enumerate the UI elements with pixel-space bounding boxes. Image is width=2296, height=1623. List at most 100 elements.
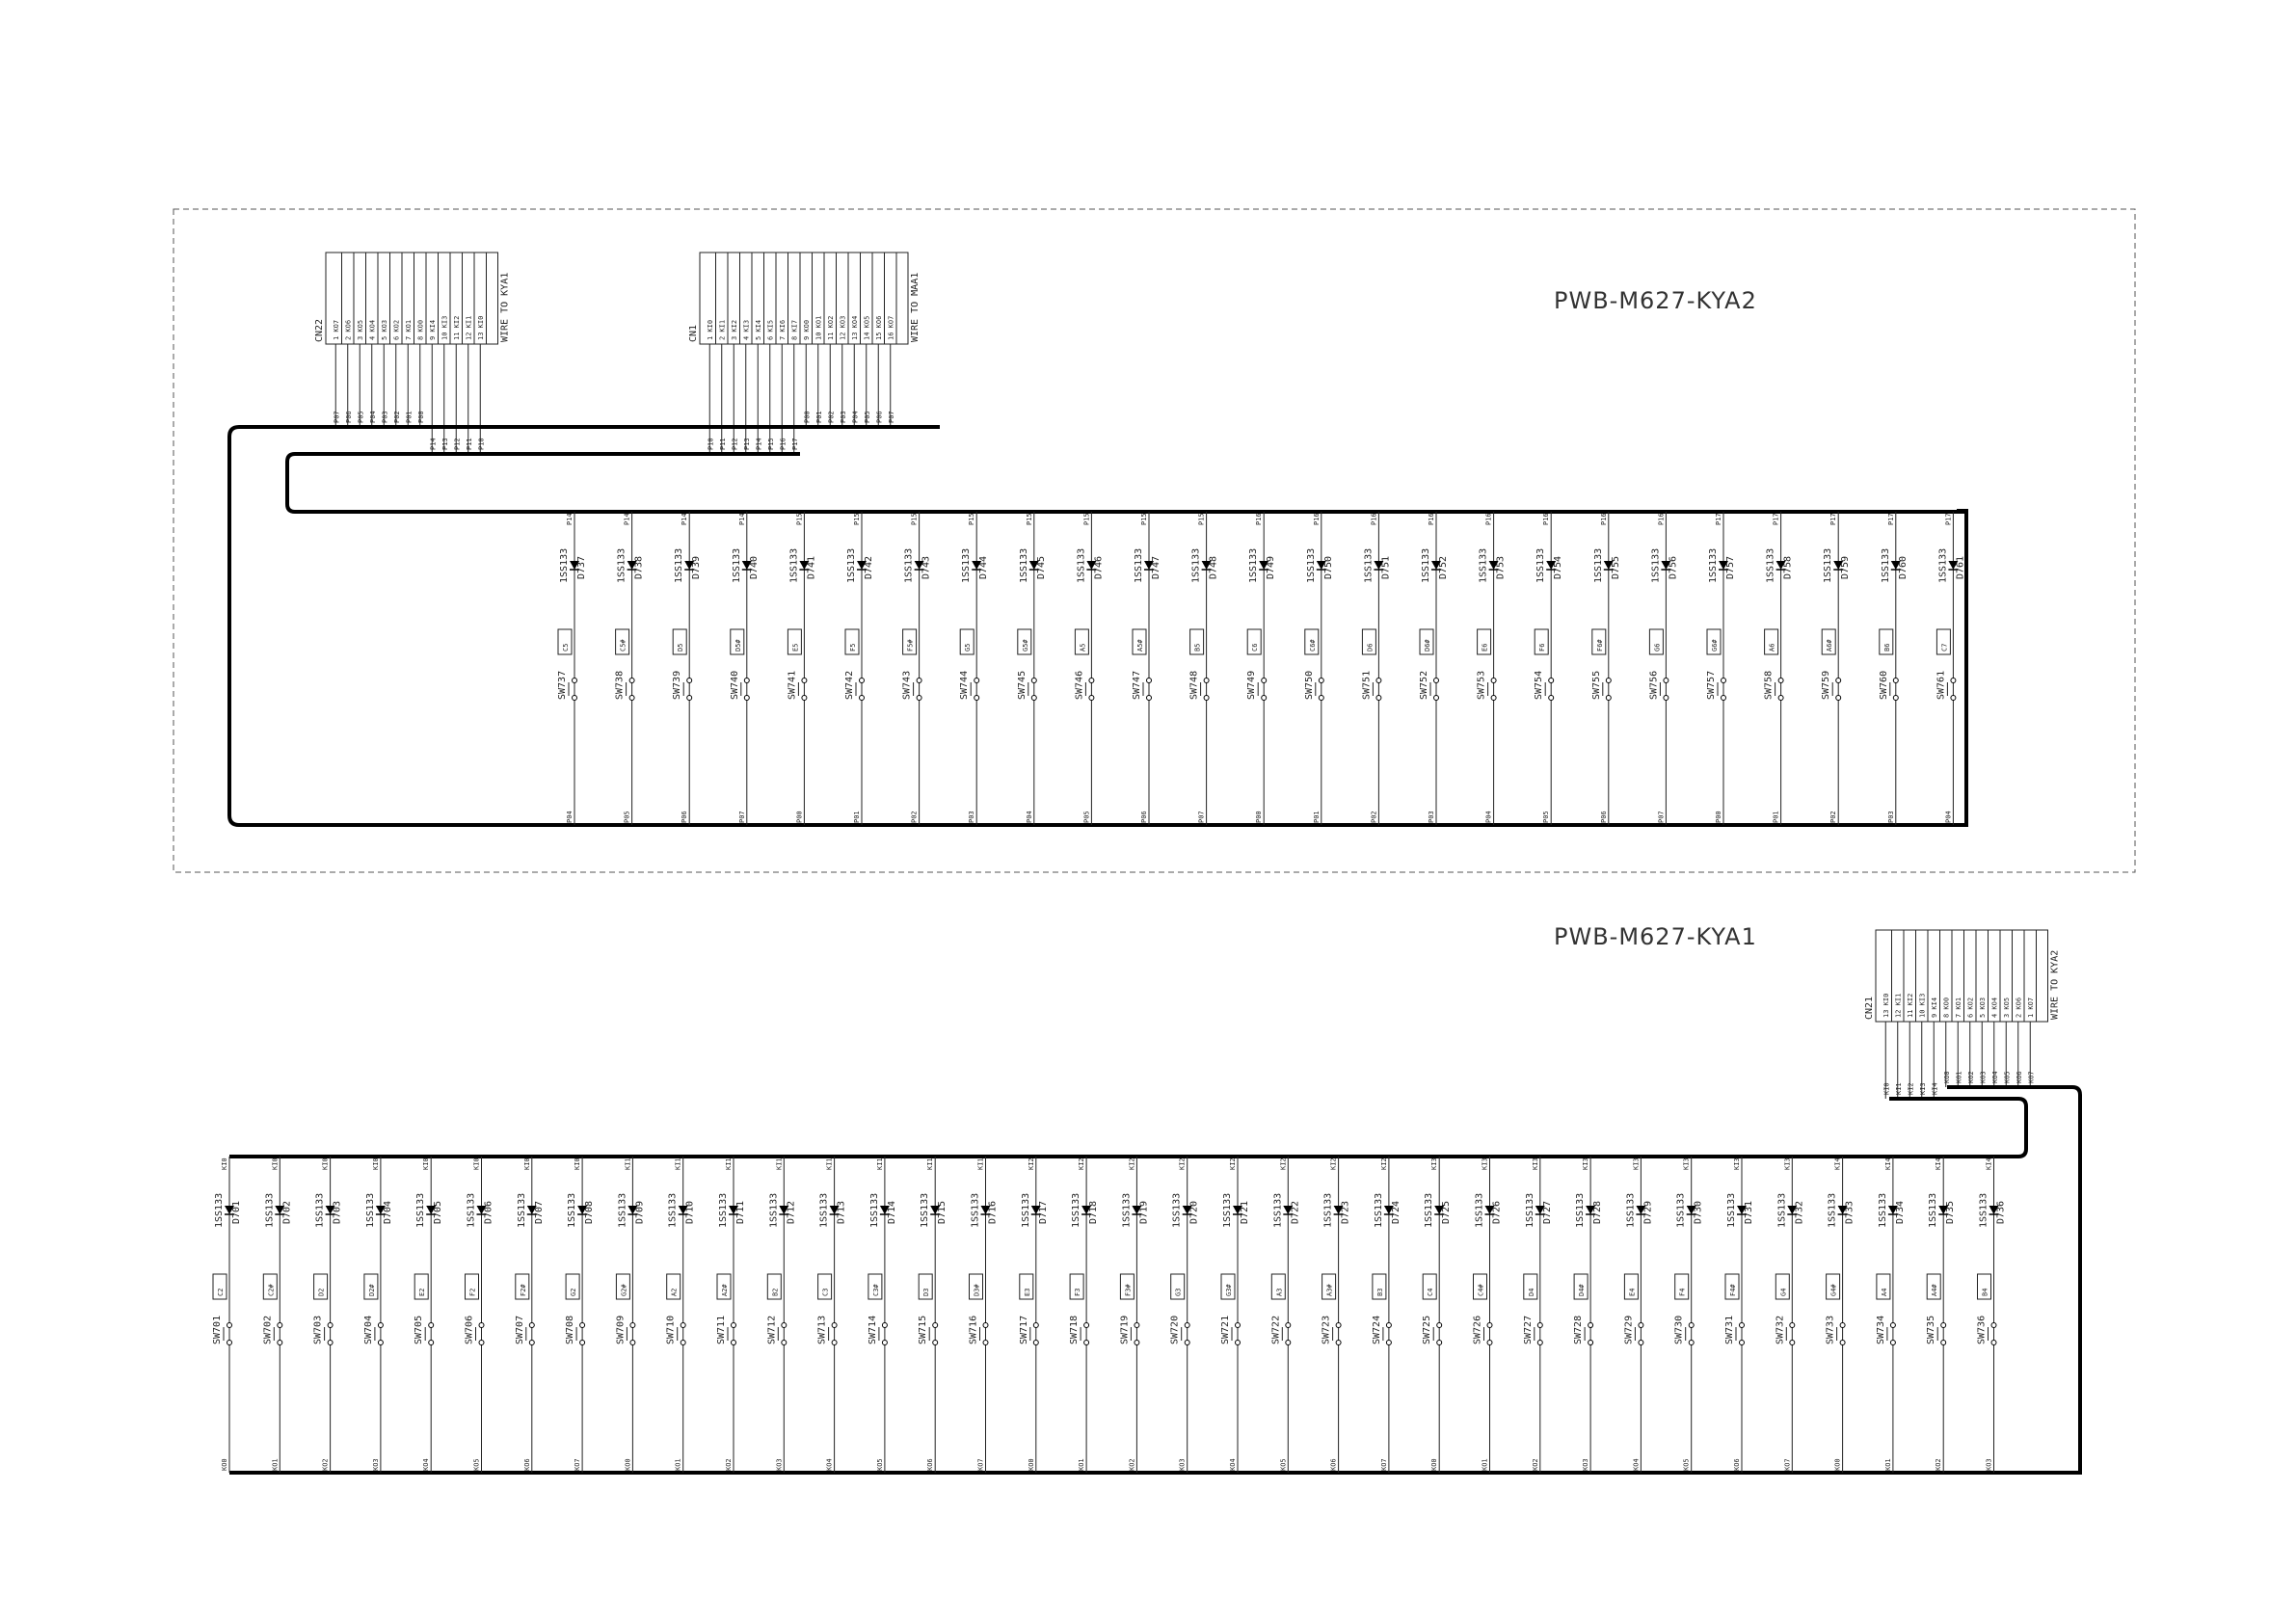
kya2-key-diode-ref: D759 (1840, 556, 1851, 579)
kya1-key-switch-contact (1235, 1340, 1241, 1345)
kya2-key-note-label: C5 (562, 644, 570, 652)
kya1-key-net-top: KI1 (876, 1157, 884, 1170)
kya1-key-diode-type: 1SS133 (869, 1193, 880, 1228)
kya2-key-switch-ref: SW737 (557, 671, 568, 700)
cn1-pin-label: 11 KO2 (827, 316, 835, 340)
kya2-key-note-box (730, 628, 745, 655)
kya1-key-net-bottom: KO6 (1733, 1458, 1741, 1471)
cn1-pin-label: 7 KI6 (779, 320, 787, 340)
kya1-key-note-label: D4# (1578, 1284, 1586, 1296)
kya2-key-diode-icon (1316, 561, 1326, 570)
kya2-key-note-label: A6 (1769, 644, 1776, 652)
kya2-key-diode-ref: D748 (1209, 556, 1219, 579)
kya1-key-diode-ref: D707 (534, 1201, 545, 1224)
kya1-key-note-box (1523, 1273, 1538, 1300)
cn1-bus-label: P04 (851, 411, 859, 423)
kya2-key-switch-contact (1892, 695, 1899, 701)
cn1-bus-label: P03 (840, 411, 847, 423)
kya1-key-switch-ref: SW713 (817, 1316, 828, 1344)
kya1-key-switch-contact (327, 1322, 334, 1328)
kya1-key-net-top: KI4 (1935, 1157, 1942, 1170)
kya2-key-switch-ref: SW745 (1017, 671, 1028, 700)
kya1-key-switch-contact (932, 1322, 939, 1328)
kya1-key-diode-ref: D728 (1592, 1201, 1603, 1224)
kya1-key-note-box (515, 1273, 530, 1300)
kya1-key-note-box (212, 1273, 227, 1300)
kya1-key-diode-icon (275, 1206, 285, 1214)
kya1-key-switch-contact (629, 1340, 636, 1345)
kya1-key-note-label: D4 (1528, 1289, 1535, 1296)
kya2-key-net-bottom: P01 (853, 811, 861, 823)
kya1-key-note-label: F2# (520, 1284, 527, 1296)
kya2-key-switch-contact (1433, 695, 1439, 701)
kya2-key-diode-ref: D753 (1496, 556, 1507, 579)
kya1-key-note-box (666, 1273, 681, 1300)
kya2-key-net-top: P17 (1944, 513, 1952, 525)
kya1-key-diode-ref: D727 (1542, 1201, 1553, 1224)
kya1-key-diode-type: 1SS133 (1272, 1193, 1283, 1228)
kya1-key-net-bottom: KO4 (1229, 1458, 1237, 1471)
cn1-bus-label: P16 (779, 438, 787, 450)
cn1-bus-label: P02 (827, 411, 835, 423)
kya1-key-switch-ref: SW715 (918, 1316, 928, 1344)
kya1-key-switch-contact (1032, 1322, 1039, 1328)
kya1-key-switch-ref: SW711 (716, 1316, 727, 1344)
kya2-key-switch-ref: SW757 (1706, 671, 1717, 700)
kya2-key-note-box (615, 628, 630, 655)
kya1-key-diode-icon (1938, 1206, 1949, 1214)
kya1-key-switch-contact (1739, 1322, 1745, 1328)
kya2-key-diode-icon (1431, 561, 1441, 570)
kya2-key-diode-icon (1488, 561, 1499, 570)
kya1-key-switch-contact (1688, 1340, 1695, 1345)
kya2-key-note-label: F5 (849, 644, 857, 652)
kya2-key-diode-icon (972, 561, 982, 570)
kya1-key-note-label: D3# (974, 1284, 981, 1296)
kya1-key-diode-type: 1SS133 (315, 1193, 326, 1228)
kya1-key-note-label: G2# (620, 1284, 627, 1296)
kya2-key-switch-ref: SW747 (1132, 671, 1142, 700)
kya2-key-diode-icon (1546, 561, 1557, 570)
kya2-key-diode-ref: D756 (1668, 556, 1678, 579)
cn22-pin-label: 12 KI1 (466, 316, 473, 340)
kya1-key-net-top: KI0 (322, 1157, 330, 1170)
kya1-key-switch-ref: SW726 (1473, 1316, 1483, 1344)
kya1-key-net-top: KI4 (1834, 1157, 1842, 1170)
kya2-key-note-label: F6 (1538, 644, 1546, 652)
cn1-pin-label: 9 KO0 (803, 320, 811, 340)
kya2-key-net-bottom: P04 (566, 811, 574, 823)
kya1-key-switch-contact (1536, 1322, 1543, 1328)
kya2-key-note-box (902, 628, 918, 655)
kya1-key-net-bottom: KO2 (1532, 1458, 1539, 1471)
kya1-key-net-top: KI3 (1430, 1157, 1438, 1170)
kya1-key-note-label: F4# (1729, 1284, 1737, 1296)
kya2-key-note-box (1879, 628, 1894, 655)
kya1-key-note-label: F4 (1679, 1289, 1687, 1296)
kya1-key-switch-contact (428, 1340, 435, 1345)
kya2-key-diode-type: 1SS133 (788, 548, 799, 583)
kya1-key-net-bottom: KO3 (1179, 1458, 1187, 1471)
kya1-key-net-bottom: KO0 (1834, 1458, 1842, 1471)
cn21-bus-label: KI2 (1907, 1082, 1914, 1095)
kya1-key-diode-icon (829, 1206, 840, 1214)
kya1-key-diode-type: 1SS133 (1776, 1193, 1787, 1228)
kya1-key-net-bottom: KO3 (775, 1458, 783, 1471)
kya1-key-net-top: KI1 (725, 1157, 733, 1170)
cn22-pin-label: 6 KO2 (393, 320, 401, 340)
kya1-key-switch-contact (1335, 1340, 1342, 1345)
kya1-key-net-bottom: KO5 (1683, 1458, 1691, 1471)
kya1-bus-output (229, 1085, 2082, 1475)
kya2-key-note-box (672, 628, 687, 655)
kya2-key-note-label: C7 (1940, 644, 1948, 652)
kya2-key-note-box (1764, 628, 1779, 655)
kya2-board-title: PWB-M627-KYA2 (1554, 287, 1757, 314)
kya2-bus-input (285, 452, 1966, 514)
kya1-key-switch-contact (1436, 1340, 1443, 1345)
kya1-key-note-box (1270, 1273, 1286, 1300)
kya2-key-diode-icon (857, 561, 867, 570)
kya1-key-net-bottom: KO1 (271, 1458, 279, 1471)
kya2-key-switch-ref: SW760 (1879, 671, 1889, 700)
cn21-bus-label: KO3 (1979, 1071, 1987, 1083)
kya2-key-switch-contact (1146, 695, 1152, 701)
kya2-key-switch-ref: SW738 (615, 671, 626, 700)
kya1-key-net-top: KI3 (1733, 1157, 1741, 1170)
